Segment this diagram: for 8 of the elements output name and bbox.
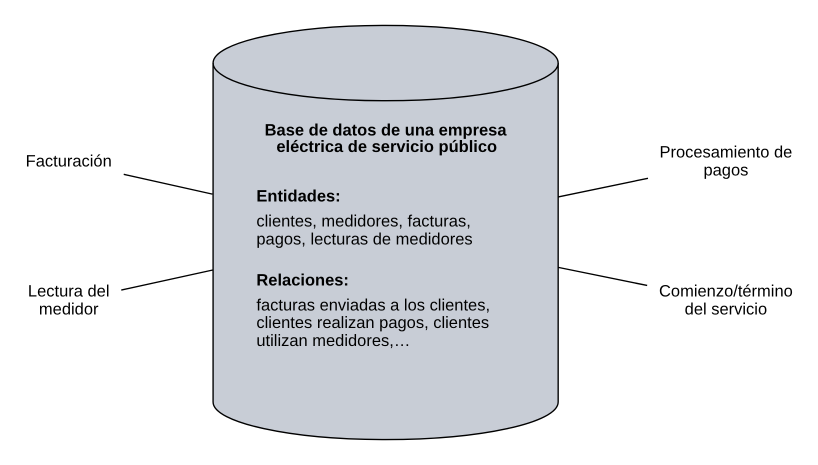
connector — [558, 178, 648, 198]
node-text: Facturación — [26, 152, 112, 171]
node-text: Procesamiento de pagos — [659, 144, 792, 180]
connector — [121, 269, 213, 291]
connector — [558, 266, 648, 286]
node-text: Comienzo/término del servicio — [659, 282, 793, 318]
node-text: Lectura del medidor — [28, 282, 110, 318]
connector — [124, 174, 213, 195]
